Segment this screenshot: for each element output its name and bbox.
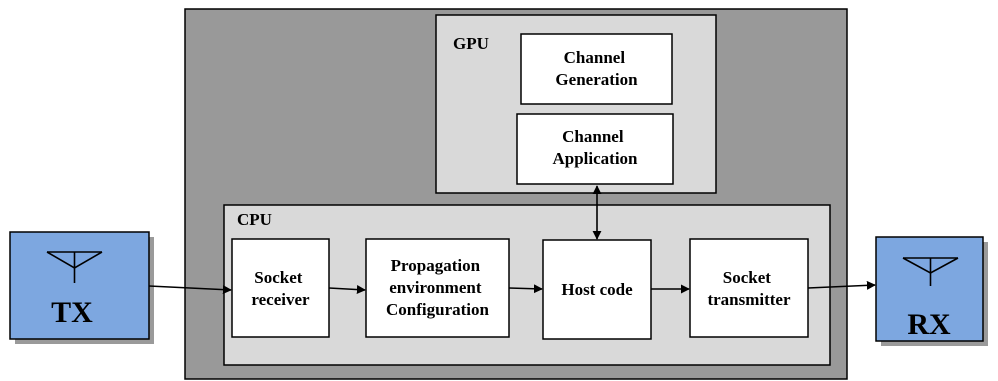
tx-block: TX (9, 231, 154, 344)
tx-label: TX (51, 296, 93, 329)
arrow-transmitter-to-rx (807, 280, 876, 290)
cpu-group: CPU Socket receiver Propagation environm… (223, 204, 831, 366)
channel-generation-line-1: Channel (564, 48, 626, 67)
svg-text:Socket transmitter: Socket transmitter (707, 268, 791, 309)
propagation-line-3: Configuration (386, 300, 490, 319)
socket-transmitter-line-1: Socket (723, 268, 772, 287)
channel-application-line-2: Application (552, 149, 638, 168)
socket-receiver-line-1: Socket (254, 268, 303, 287)
channel-application-block: Channel Application (516, 113, 674, 185)
socket-transmitter-block: Socket transmitter (689, 238, 809, 338)
channel-application-line-1: Channel (562, 127, 624, 146)
arrow-propagation-to-host-code (508, 284, 543, 294)
propagation-config-block: Propagation environment Configuration (365, 238, 510, 338)
svg-text:Channel Generation: Channel Generation (555, 48, 638, 89)
arrow-tx-to-socket-receiver (148, 285, 232, 295)
svg-text:Propagation environmen: Propagation environment Configuration (386, 256, 490, 319)
rx-block: RX (875, 236, 988, 346)
svg-text:Socket receiver: Socket receiver (251, 268, 310, 309)
gpu-title: GPU (453, 34, 489, 53)
host-code-block: Host code (542, 239, 652, 340)
arrow-receiver-to-propagation (328, 285, 366, 295)
antenna-icon (46, 251, 103, 283)
host-code-label: Host code (561, 280, 633, 299)
channel-generation-block: Channel Generation (520, 33, 673, 105)
svg-text:Host code: Host code (561, 280, 633, 299)
cpu-title: CPU (237, 210, 272, 229)
antenna-icon (902, 257, 959, 286)
channel-generation-line-2: Generation (555, 70, 638, 89)
rx-label: RX (907, 308, 951, 341)
propagation-line-2: environment (389, 278, 482, 297)
gpu-group: GPU Channel Generation Channel Applicati… (435, 14, 717, 194)
socket-receiver-block: Socket receiver (231, 238, 330, 338)
socket-receiver-line-2: receiver (251, 290, 310, 309)
svg-text:Channel Application: Channel Application (552, 127, 638, 168)
socket-transmitter-line-2: transmitter (707, 290, 791, 309)
propagation-line-1: Propagation (391, 256, 481, 275)
